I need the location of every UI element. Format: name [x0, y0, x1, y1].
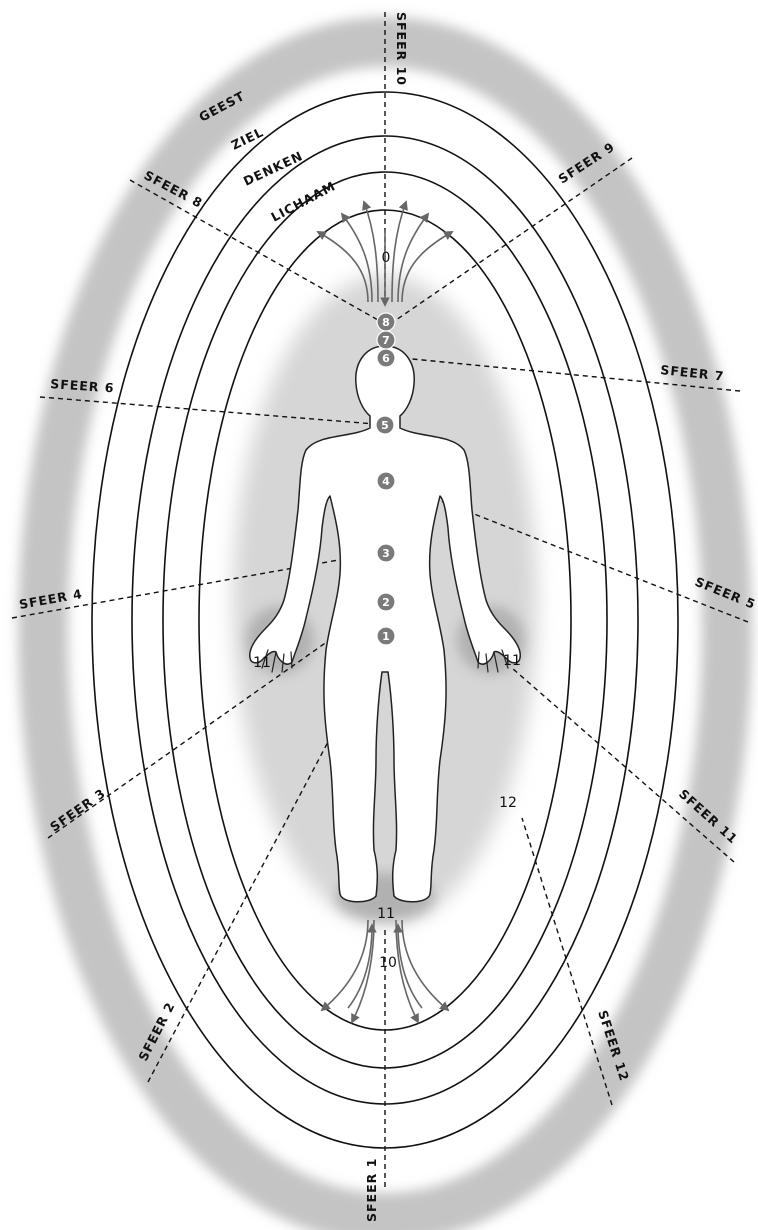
- marker-left-hand: 11: [253, 655, 271, 671]
- chakra-8-label: 8: [382, 316, 390, 329]
- chakra-6-label: 6: [382, 352, 390, 365]
- marker-feet: 11: [377, 906, 395, 922]
- chakra-7-label: 7: [382, 334, 390, 347]
- layer-label-denken: DENKEN: [241, 148, 305, 189]
- chakra-1-label: 1: [382, 630, 390, 643]
- chakra-2-label: 2: [382, 596, 390, 609]
- chakra-3-label: 3: [382, 547, 390, 560]
- sphere-1-label: SFEER 1: [364, 1158, 379, 1222]
- marker-top-zero: 0: [382, 250, 391, 266]
- sphere-12-line: [522, 818, 612, 1105]
- chakra-4-label: 4: [382, 475, 390, 488]
- marker-right-hand: 11: [503, 653, 521, 669]
- marker-outside-twelve: 12: [499, 795, 517, 811]
- chakra-5-label: 5: [381, 419, 389, 432]
- sphere-10-label: SFEER 10: [394, 12, 409, 86]
- marker-bottom-ten: 10: [379, 955, 397, 971]
- layer-label-lichaam: LICHAAM: [268, 178, 338, 225]
